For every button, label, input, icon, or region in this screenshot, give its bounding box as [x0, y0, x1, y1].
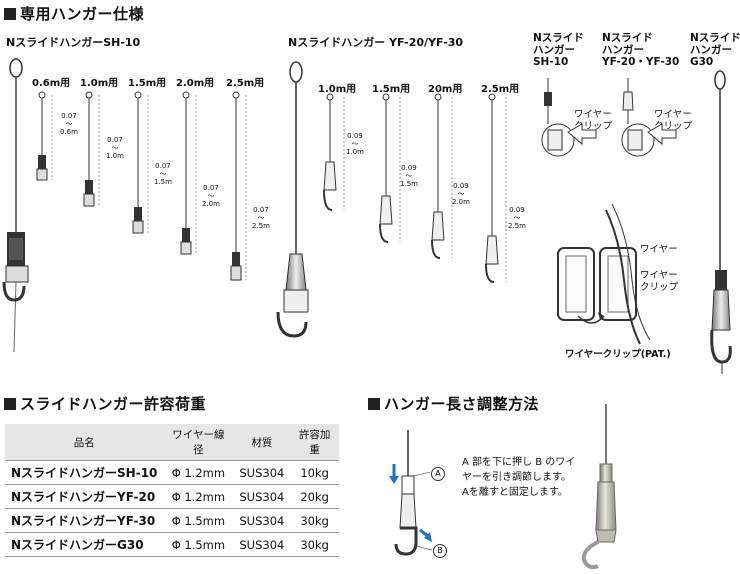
sh10-large-hanger: [2, 58, 29, 353]
sh10-dim-text: 0.07 〜 2.5m: [252, 206, 270, 230]
square-bullet-icon: [4, 8, 16, 20]
sh10-label: NスライドハンガーSH-10: [6, 36, 141, 49]
sh10-length-label: 1.5m用: [128, 78, 167, 89]
cell-load: 20kg: [290, 484, 339, 509]
detail-yf-heading: Nスライド ハンガー YF-20・YF-30: [602, 32, 680, 68]
wire-clip-note: ワイヤー クリップ: [654, 109, 693, 132]
wire-clip-note: ワイヤー クリップ: [640, 270, 679, 293]
cell-load: 10kg: [290, 460, 339, 485]
sh10-dim-text: 0.07 〜 1.0m: [106, 136, 124, 160]
down-arrow-icon: [389, 476, 399, 484]
yf-length-label: 1.5m用: [372, 84, 411, 95]
detail-sh10-clip: [541, 78, 597, 157]
detail-sh10-heading: Nスライド ハンガー SH-10: [533, 32, 584, 68]
cell-material: SUS304: [233, 532, 291, 557]
wire-note: ワイヤー: [640, 244, 678, 255]
marker-b: B: [433, 544, 447, 558]
table-row: NスライドハンガーYF-20 Φ 1.2mm SUS304 20kg: [5, 484, 339, 509]
cell-material: SUS304: [233, 484, 291, 509]
sh10-length-label: 1.0m用: [80, 78, 119, 89]
yf-label: Nスライドハンガー YF-20/YF-30: [288, 36, 464, 49]
pull-arrow-icon: [424, 532, 432, 542]
table-row: NスライドハンガーG30 Φ 1.5mm SUS304 30kg: [5, 532, 339, 557]
header-load: 許容加重: [290, 424, 339, 461]
detail-yf-clip: [621, 78, 677, 157]
cell-wire: Φ 1.2mm: [163, 460, 234, 485]
table-row: NスライドハンガーSH-10 Φ 1.2mm SUS304 10kg: [5, 460, 339, 485]
sh10-hanger-25: [230, 91, 247, 281]
yf-length-label: 1.0m用: [318, 84, 357, 95]
cell-product: NスライドハンガーYF-30: [5, 508, 164, 533]
load-table: 品名 ワイヤー線径 材質 許容加重 NスライドハンガーSH-10 Φ 1.2mm…: [5, 424, 339, 557]
yf-dim-text: 0.09 〜 2.5m: [508, 206, 526, 230]
yf-hanger-20: [431, 93, 453, 259]
cell-wire: Φ 1.5mm: [163, 508, 234, 533]
yf-dim-text: 0.09 〜 1.0m: [346, 132, 364, 156]
cell-wire: Φ 1.5mm: [163, 532, 234, 557]
cell-wire: Φ 1.2mm: [163, 484, 234, 509]
sh10-dim-text: 0.07 〜 1.5m: [154, 162, 172, 186]
adjust-diagram: [389, 430, 433, 556]
sh10-hanger-20: [180, 91, 197, 255]
square-bullet-icon: [4, 398, 16, 410]
detail-g30-hanger: [710, 70, 732, 374]
yf-hanger-10: [323, 93, 345, 211]
section-spec-title: 専用ハンガー仕様: [4, 3, 144, 24]
sh10-dim-text: 0.07 〜 0.6m: [60, 112, 78, 136]
wire-clip-section: [557, 203, 651, 345]
sh10-length-label: 0.6m用: [32, 78, 71, 89]
cell-product: NスライドハンガーSH-10: [5, 460, 164, 485]
marker-a: A: [431, 467, 445, 481]
sh10-hanger-15: [132, 91, 149, 234]
cell-product: NスライドハンガーG30: [5, 532, 164, 557]
sh10-hanger-06: [36, 91, 53, 181]
sh10-dim-text: 0.07 〜 2.0m: [202, 184, 220, 208]
cell-product: NスライドハンガーYF-20: [5, 484, 164, 509]
cell-material: SUS304: [233, 460, 291, 485]
sh10-length-label: 2.5m用: [226, 78, 265, 89]
yf-large-hanger: [276, 61, 309, 338]
yf-dim-text: 0.09 〜 2.0m: [452, 182, 470, 206]
adjust-instructions: A 部を下に押し B のワイ ヤーを引き調節します。 Aを離すと固定します。: [462, 457, 576, 498]
header-wire-diameter: ワイヤー線径: [163, 424, 234, 461]
cell-load: 30kg: [290, 508, 339, 533]
square-bullet-icon: [368, 398, 380, 410]
header-product: 品名: [5, 424, 164, 461]
detail-g30-heading: Nスライド ハンガー G30: [690, 32, 740, 68]
yf-length-label: 2.5m用: [481, 84, 520, 95]
header-material: 材質: [233, 424, 291, 461]
adjust-photo: [581, 404, 617, 570]
yf-length-label: 20m用: [428, 84, 463, 95]
wire-clip-note: ワイヤー クリップ: [574, 109, 613, 132]
yf-dim-text: 0.09 〜 1.5m: [400, 164, 418, 188]
section-adjust-title: ハンガー長さ調整方法: [368, 393, 539, 414]
table-header-row: 品名 ワイヤー線径 材質 許容加重: [5, 424, 339, 461]
clip-patent-label: ワイヤークリップ(PAT.): [565, 349, 671, 360]
yf-hanger-25: [485, 93, 507, 283]
cell-load: 30kg: [290, 532, 339, 557]
sh10-hanger-10: [83, 91, 100, 207]
yf-hanger-15: [379, 93, 401, 243]
table-row: NスライドハンガーYF-30 Φ 1.5mm SUS304 30kg: [5, 508, 339, 533]
hanger-illustrations: [2, 58, 732, 374]
section-load-title: スライドハンガー許容荷重: [4, 393, 206, 414]
cell-material: SUS304: [233, 508, 291, 533]
sh10-length-label: 2.0m用: [176, 78, 215, 89]
